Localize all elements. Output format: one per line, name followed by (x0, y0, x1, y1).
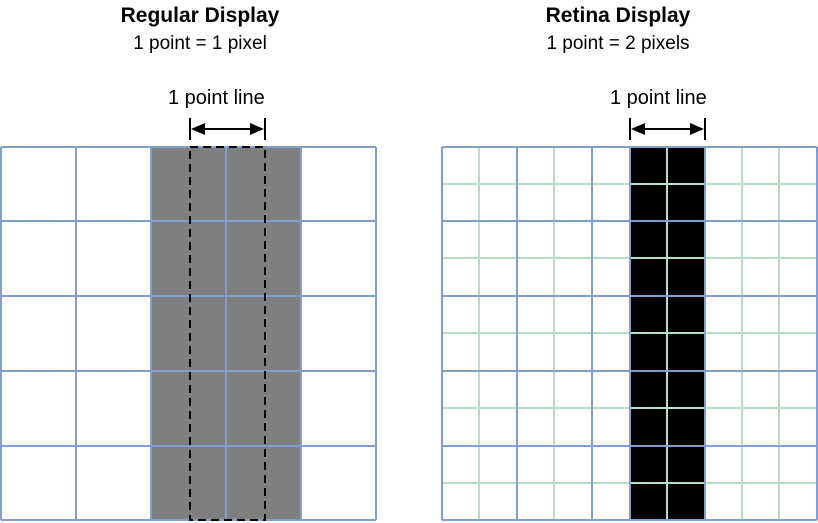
retina-pixel-grid-over-fill (630, 147, 705, 520)
regular-point-grid (0, 146, 377, 521)
regular-display-title: Regular Display (120, 4, 280, 27)
regular-display-grid (0, 118, 377, 521)
regular-dimension-arrow (189, 118, 266, 140)
retina-point-line-label: 1 point line (610, 87, 707, 109)
retina-display-panel: Retina Display 1 point = 2 pixels 1 poin… (418, 0, 818, 523)
regular-display-subtitle: 1 point = 1 pixel (133, 33, 267, 54)
retina-display-grid (441, 118, 818, 521)
retina-point-grid (441, 146, 818, 521)
retina-display-subtitle: 1 point = 2 pixels (546, 33, 690, 54)
retina-display-title: Retina Display (545, 4, 691, 27)
regular-point-line-label: 1 point line (168, 87, 265, 109)
regular-display-panel: Regular Display 1 point = 1 pixel 1 poin… (0, 0, 400, 523)
retina-dimension-arrow (629, 118, 706, 140)
regular-dashed-point-outline (189, 146, 266, 521)
